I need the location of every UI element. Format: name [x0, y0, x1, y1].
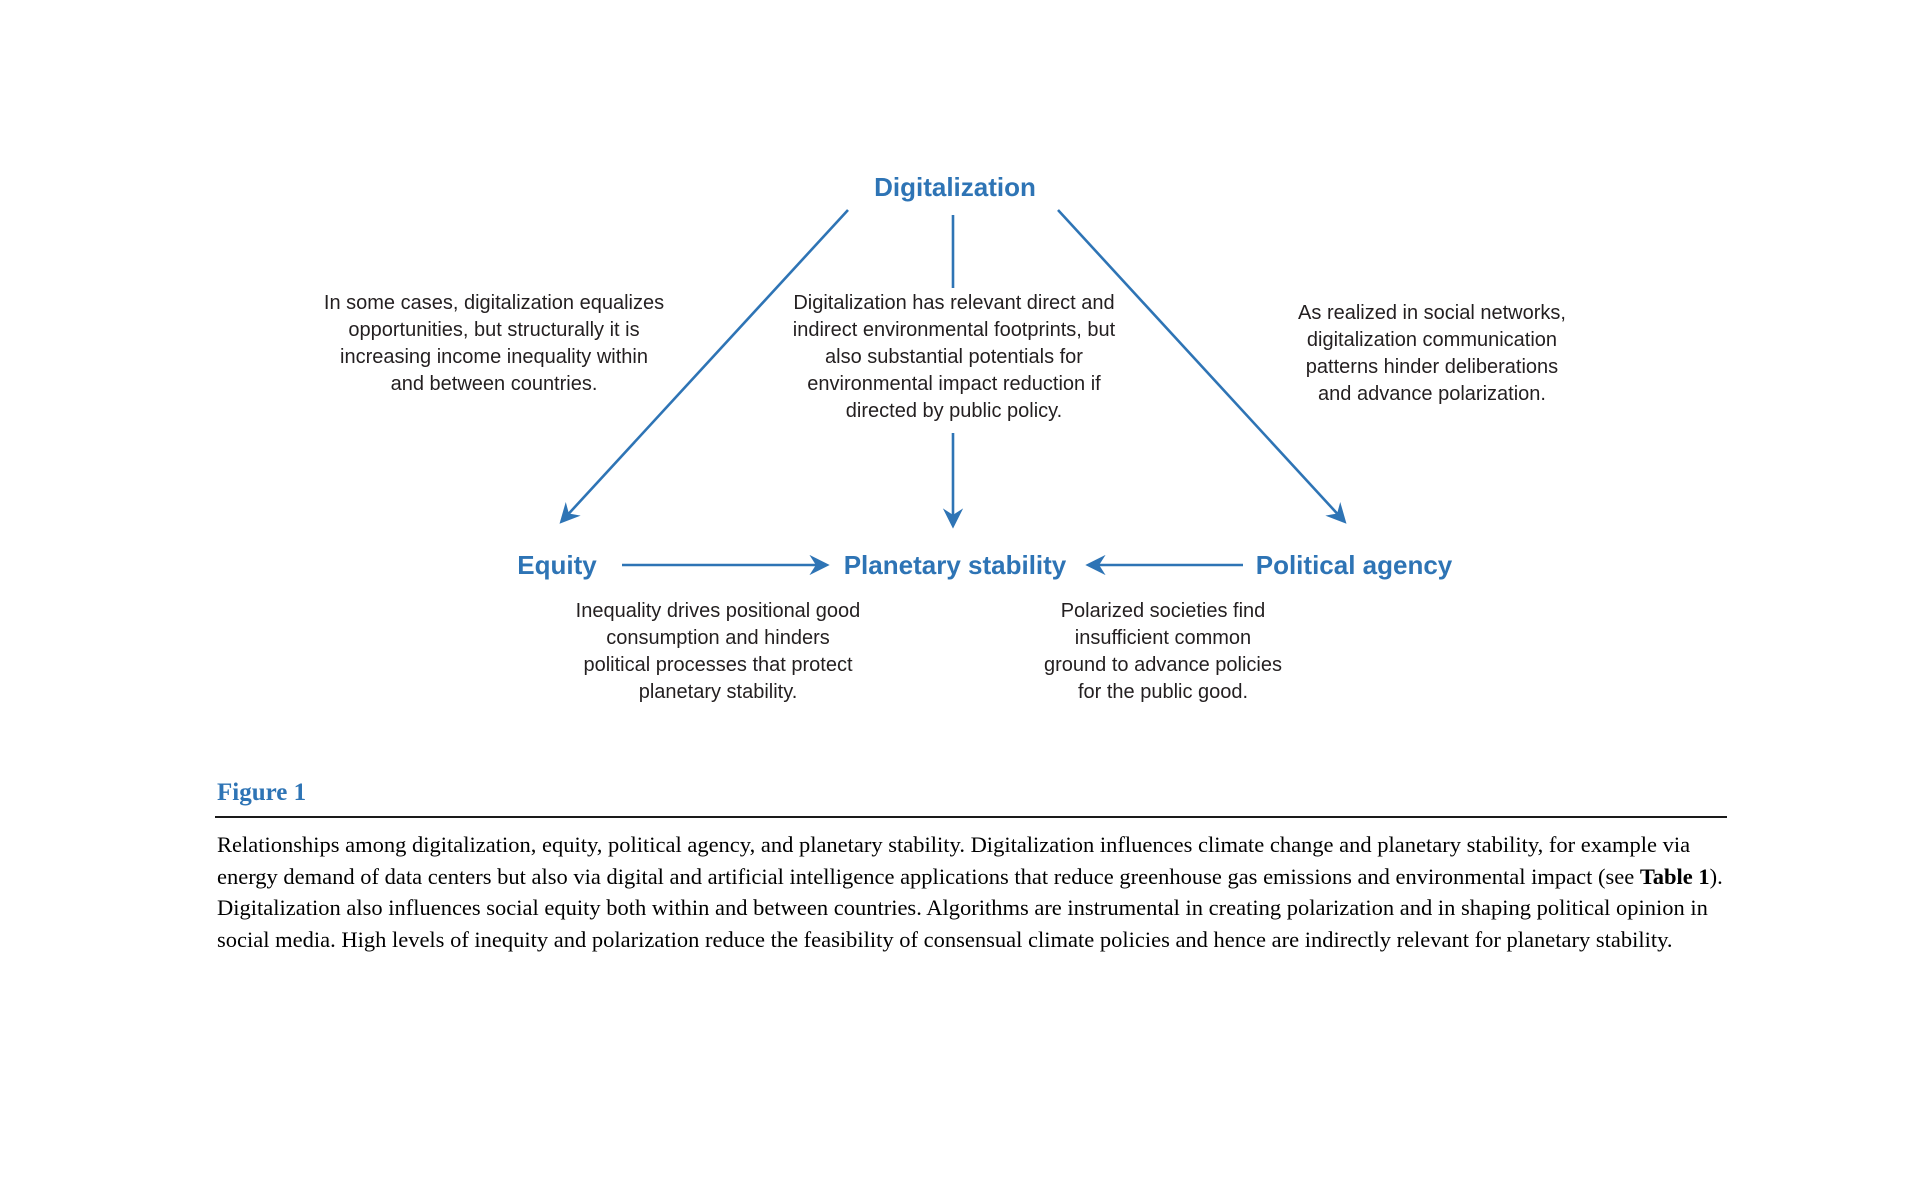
caption-text-before: Relationships among digitalization, equi…	[217, 832, 1691, 889]
node-equity: Equity	[517, 550, 597, 580]
node-planetary-stability: Planetary stability	[843, 550, 1067, 580]
node-digitalization: Digitalization	[874, 172, 1036, 202]
figure-label: Figure 1	[217, 779, 307, 806]
node-political-agency: Political agency	[1255, 550, 1453, 580]
annotation-digitalization-equity: In some cases, digitalization equalizes …	[323, 292, 665, 395]
annotation-equity-planetary: Inequality drives positional good consum…	[575, 600, 861, 703]
figure-caption: Relationships among digitalization, equi…	[217, 829, 1742, 955]
annotation-political-planetary: Polarized societies find insufficient co…	[1044, 600, 1282, 703]
caption-divider	[215, 816, 1727, 818]
caption-text-after: ). Digitalization also influences social…	[217, 863, 1723, 952]
annotation-digitalization-planetary: Digitalization has relevant direct and i…	[792, 292, 1116, 422]
caption-table-reference: Table 1	[1639, 863, 1710, 889]
annotation-digitalization-political: As realized in social networks, digitali…	[1298, 302, 1566, 405]
